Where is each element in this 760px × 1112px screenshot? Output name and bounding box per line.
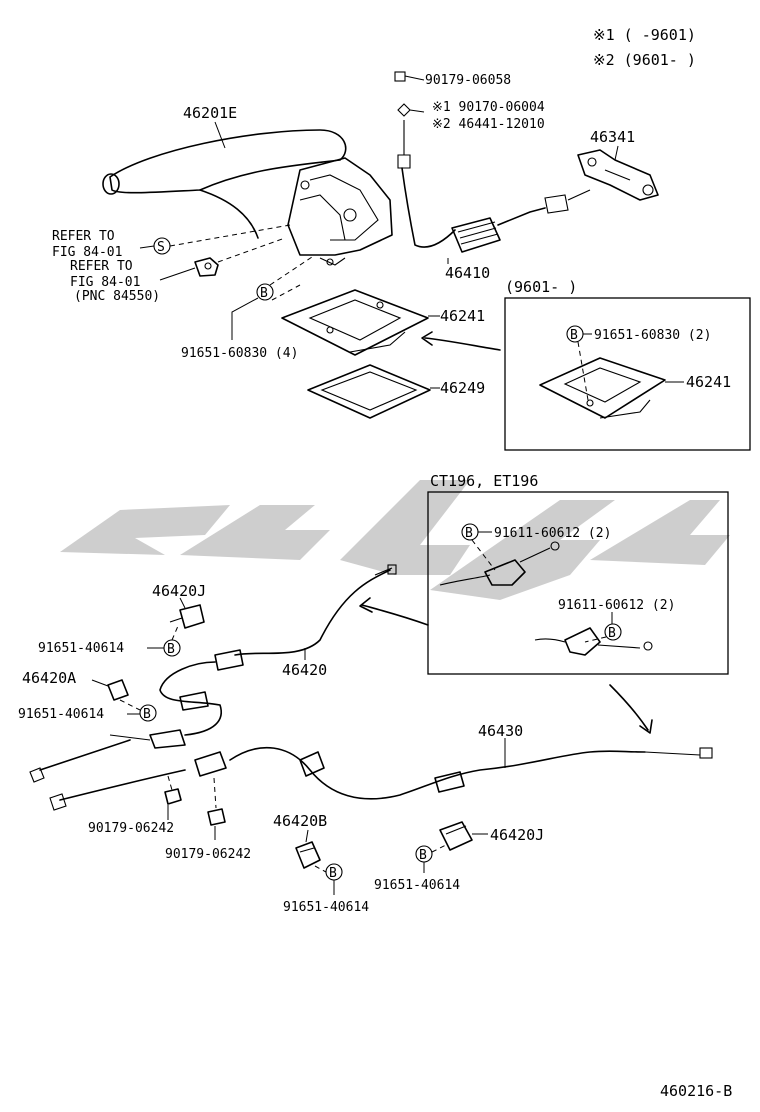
label-46420A: 46420A [22,669,76,687]
refer-text-2a: REFER TO [70,259,133,274]
symbol-b-4: B [608,626,616,641]
symbol-b-circle-6 [139,704,157,722]
equalizer-46341 [577,149,659,201]
symbol-s: S [157,240,165,255]
inset2-bracket-b [534,627,653,656]
label-46249: 46249 [440,379,485,397]
symbol-b-2: B [570,328,578,343]
symbol-b-circle-1 [256,283,274,301]
label-46241: 46241 [440,307,485,325]
label-46420J-bottom: 46420J [490,826,544,844]
label-91651-40614-c: 91651-40614 [283,900,369,915]
watermark-logo [60,480,730,600]
pnc-text: (PNC 84550) [74,289,160,304]
clamp-46420B [295,841,321,869]
cable-46420 [29,564,397,783]
cable-46430 [49,746,713,811]
leader-46201E [214,121,226,149]
cable-46410 [394,71,591,253]
inset1-title: (9601- ) [505,278,577,296]
label-90179-06242-b: 90179-06242 [165,847,251,862]
label-46341: 46341 [590,128,635,146]
boot-plate [281,289,429,356]
clamp-46420A [107,679,129,701]
label-91651-40614-a: 91651-40614 [38,641,124,656]
arrow-inset2-left [359,597,373,613]
grommet-a [164,788,182,805]
inset2-bracket-a [439,541,560,586]
boot-gasket [307,364,431,419]
label-46410: 46410 [445,264,490,282]
note-2: ※2 (9601- ) [593,51,696,69]
label-46241-inset: 46241 [686,373,731,391]
symbol-b-8: B [419,848,427,863]
inset1-boot-plate [539,357,666,419]
label-91611-60612-b: 91611-60612 (2) [558,598,675,613]
inset2-title: CT196, ET196 [430,472,538,490]
arrow-inset1 [421,331,433,346]
note-1: ※1 ( -9601) [593,26,696,44]
label-90179-06058: 90179-06058 [425,73,511,88]
symbol-b-5: B [167,642,175,657]
dash-leader-s [169,224,291,247]
grommet-b [207,808,226,826]
label-91651-60830-2: 91651-60830 (2) [594,328,711,343]
parking-brake-lever [102,129,393,266]
label-46430: 46430 [478,722,523,740]
refer-text-1a: REFER TO [52,229,115,244]
symbol-b-3: B [465,526,473,541]
label-91651-40614-d: 91651-40614 [374,878,460,893]
label-46201E: 46201E [183,104,237,122]
clamp-46420J-bottom [439,821,473,851]
label-91611-60612-a: 91611-60612 (2) [494,526,611,541]
label-91651-40614-b: 91651-40614 [18,707,104,722]
inset-box-2 [427,491,729,675]
switch-connector [194,257,219,277]
clamp-46420J-top [169,604,205,629]
inset-box-1 [504,297,751,451]
label-46420B: 46420B [273,812,327,830]
refer-text-1b: FIG 84-01 [52,245,122,260]
label-46420: 46420 [282,661,327,679]
arrow-inset2-down [639,719,653,734]
label-90170-06004: ※1 90170-06004 [432,100,545,115]
label-46441-12010: ※2 46441-12010 [432,117,545,132]
symbol-b-1: B [260,286,268,301]
symbol-b-7: B [329,866,337,881]
label-90179-06242-a: 90179-06242 [88,821,174,836]
label-46420J-top: 46420J [152,582,206,600]
symbol-b-6: B [143,707,151,722]
symbol-b-circle-4 [604,623,622,641]
figure-code: 460216-B [660,1082,732,1100]
refer-text-2b: FIG 84-01 [70,275,140,290]
label-91651-60830-4: 91651-60830 (4) [181,346,298,361]
